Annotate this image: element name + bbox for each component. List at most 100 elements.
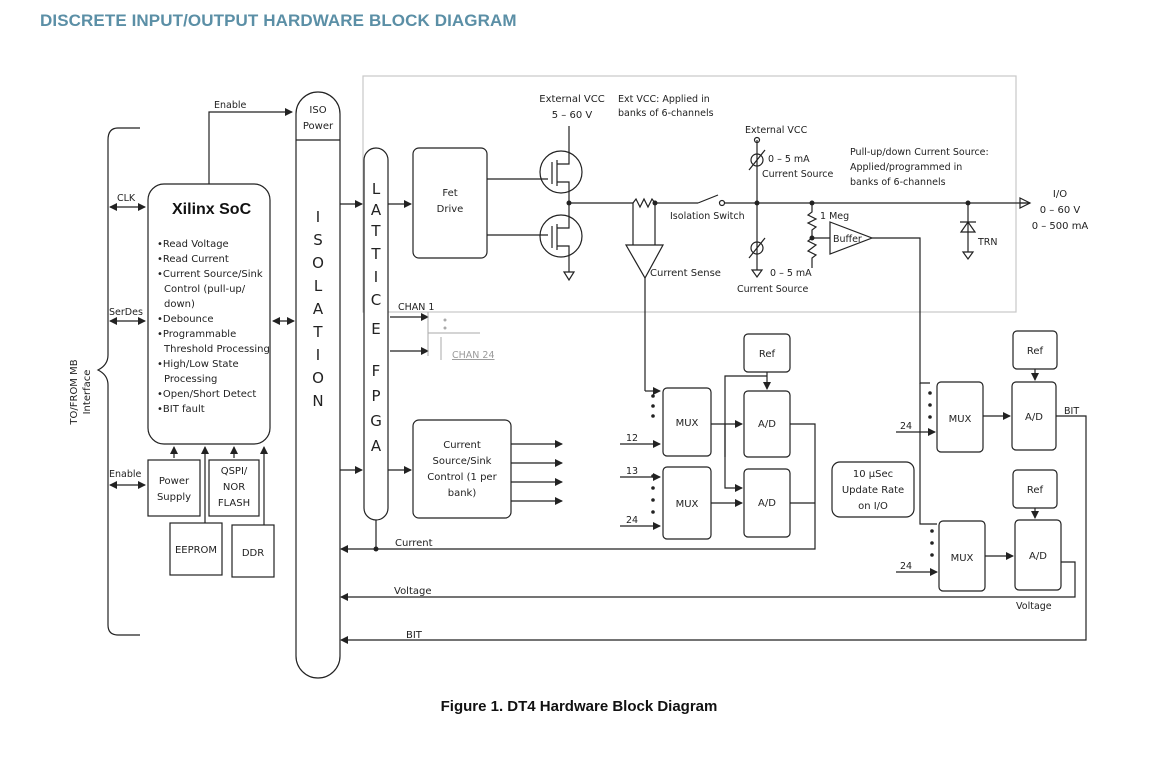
svg-text:0 – 5 mA: 0 – 5 mA <box>768 154 810 165</box>
svg-text:FLASH: FLASH <box>218 498 250 509</box>
svg-text:on I/O: on I/O <box>858 501 888 512</box>
svg-text:down): down) <box>164 299 195 310</box>
current-source-top-icon <box>750 153 764 167</box>
clk-label: CLK <box>117 193 136 204</box>
ext-vcc-note: Ext VCC: Applied in <box>618 94 710 105</box>
voltage-label: Voltage <box>394 586 432 597</box>
svg-text:I: I <box>316 346 320 364</box>
chan24-label: CHAN 24 <box>452 350 495 361</box>
svg-text:A/D: A/D <box>758 498 776 509</box>
svg-text:banks of 6-channels: banks of 6-channels <box>850 177 946 188</box>
svg-text:NOR: NOR <box>223 482 245 493</box>
svg-text:Ref: Ref <box>1027 346 1044 357</box>
svg-text:MUX: MUX <box>949 414 972 425</box>
svg-text:T: T <box>312 323 323 341</box>
svg-text:24: 24 <box>626 515 638 526</box>
svg-text:•High/Low State: •High/Low State <box>157 359 239 370</box>
svg-text:•Read Voltage: •Read Voltage <box>157 239 229 250</box>
one-meg-label: 1 Meg <box>820 211 849 222</box>
mux-current-1 <box>662 387 712 457</box>
ext-vcc-mid-label: External VCC <box>745 125 808 136</box>
svg-text:0 – 500 mA: 0 – 500 mA <box>1032 221 1089 232</box>
svg-text:0 – 5 mA: 0 – 5 mA <box>770 268 812 279</box>
svg-text:•Read Current: •Read Current <box>157 254 229 265</box>
svg-text:24: 24 <box>900 561 912 572</box>
svg-text:Threshold Processing: Threshold Processing <box>163 344 270 355</box>
isolation-switch-label: Isolation Switch <box>670 211 745 222</box>
enable-left-label: Enable <box>109 469 142 480</box>
svg-text:I: I <box>316 208 320 226</box>
svg-text:MUX: MUX <box>676 499 699 510</box>
svg-text:•Open/Short Detect: •Open/Short Detect <box>157 389 256 400</box>
svg-text:•BIT fault: •BIT fault <box>157 404 205 415</box>
current-sense-amp <box>624 244 665 280</box>
trn-diode-icon <box>959 220 977 233</box>
svg-text:MUX: MUX <box>676 418 699 429</box>
svg-text:L: L <box>314 277 323 295</box>
svg-text:T: T <box>370 222 381 240</box>
svg-text:QSPI/: QSPI/ <box>221 466 248 477</box>
ad-voltage <box>1014 519 1062 591</box>
svg-text:•Programmable: •Programmable <box>157 329 236 340</box>
svg-text:•Current Source/Sink: •Current Source/Sink <box>157 269 263 280</box>
isolation-barrier <box>295 91 341 679</box>
svg-text:Processing: Processing <box>164 374 217 385</box>
interface-brace <box>96 127 140 636</box>
ext-vcc-top-label: External VCC <box>539 94 604 105</box>
fpga-label: L A T T I C E F P G A <box>370 180 382 455</box>
iso-power-label: ISO <box>309 105 326 116</box>
svg-text:S: S <box>313 231 323 249</box>
svg-text:Current Source: Current Source <box>737 284 808 295</box>
isolation-switch <box>697 194 719 204</box>
svg-text:24: 24 <box>900 421 912 432</box>
svg-text:Ref: Ref <box>759 349 776 360</box>
io-label: I/O <box>1053 189 1067 200</box>
soc-function-list: •Read Voltage •Read Current •Current Sou… <box>157 239 270 415</box>
mosfet-high <box>539 143 583 203</box>
serdes-label: SerDes <box>109 307 143 318</box>
svg-text:N: N <box>312 392 323 410</box>
svg-text:E: E <box>371 320 380 338</box>
svg-text:Buffer: Buffer <box>833 234 862 245</box>
svg-text:10 µSec: 10 µSec <box>853 469 893 480</box>
svg-text:P: P <box>371 387 380 405</box>
current-source-bottom-icon <box>750 241 764 255</box>
ddr-block <box>231 524 275 578</box>
svg-text:L: L <box>372 180 381 198</box>
chan1-label: CHAN 1 <box>398 302 434 313</box>
svg-text:Supply: Supply <box>157 492 191 503</box>
svg-text:A: A <box>313 300 324 318</box>
svg-text:Current Source: Current Source <box>762 169 833 180</box>
soc-title: Xilinx SoC <box>172 201 252 218</box>
svg-text:Current: Current <box>443 440 481 451</box>
current-sense-resistor <box>632 197 656 209</box>
svg-text:Applied/programmed in: Applied/programmed in <box>850 162 962 173</box>
svg-text:Control (pull-up/: Control (pull-up/ <box>164 284 246 295</box>
bit-out-label: BIT <box>1064 406 1079 417</box>
enable-top-label: Enable <box>214 100 247 111</box>
svg-text:Power: Power <box>303 121 334 132</box>
bit-label: BIT <box>406 630 423 641</box>
svg-text:5 – 60 V: 5 – 60 V <box>552 110 593 121</box>
svg-text:C: C <box>371 291 381 309</box>
update-rate-block <box>831 461 915 518</box>
svg-text:F: F <box>372 362 381 380</box>
svg-text:A/D: A/D <box>758 419 776 430</box>
svg-text:O: O <box>312 254 324 272</box>
svg-text:Ref: Ref <box>1027 485 1044 496</box>
eeprom-block <box>169 522 223 576</box>
svg-text:12: 12 <box>626 433 638 444</box>
svg-text:DDR: DDR <box>242 548 264 559</box>
mux-bit <box>936 381 984 453</box>
pullupdown-note: Pull-up/down Current Source: <box>850 147 989 158</box>
svg-text:I: I <box>374 268 378 286</box>
svg-text:Update Rate: Update Rate <box>842 485 904 496</box>
svg-text:Drive: Drive <box>437 204 464 215</box>
qspi-flash-block <box>208 459 260 517</box>
buffer-amp <box>829 221 874 255</box>
current-source-sink-block <box>412 419 512 519</box>
svg-text:A/D: A/D <box>1029 551 1047 562</box>
svg-text:Fet: Fet <box>442 188 457 199</box>
power-supply-block <box>147 459 201 517</box>
mosfet-low <box>539 203 583 272</box>
